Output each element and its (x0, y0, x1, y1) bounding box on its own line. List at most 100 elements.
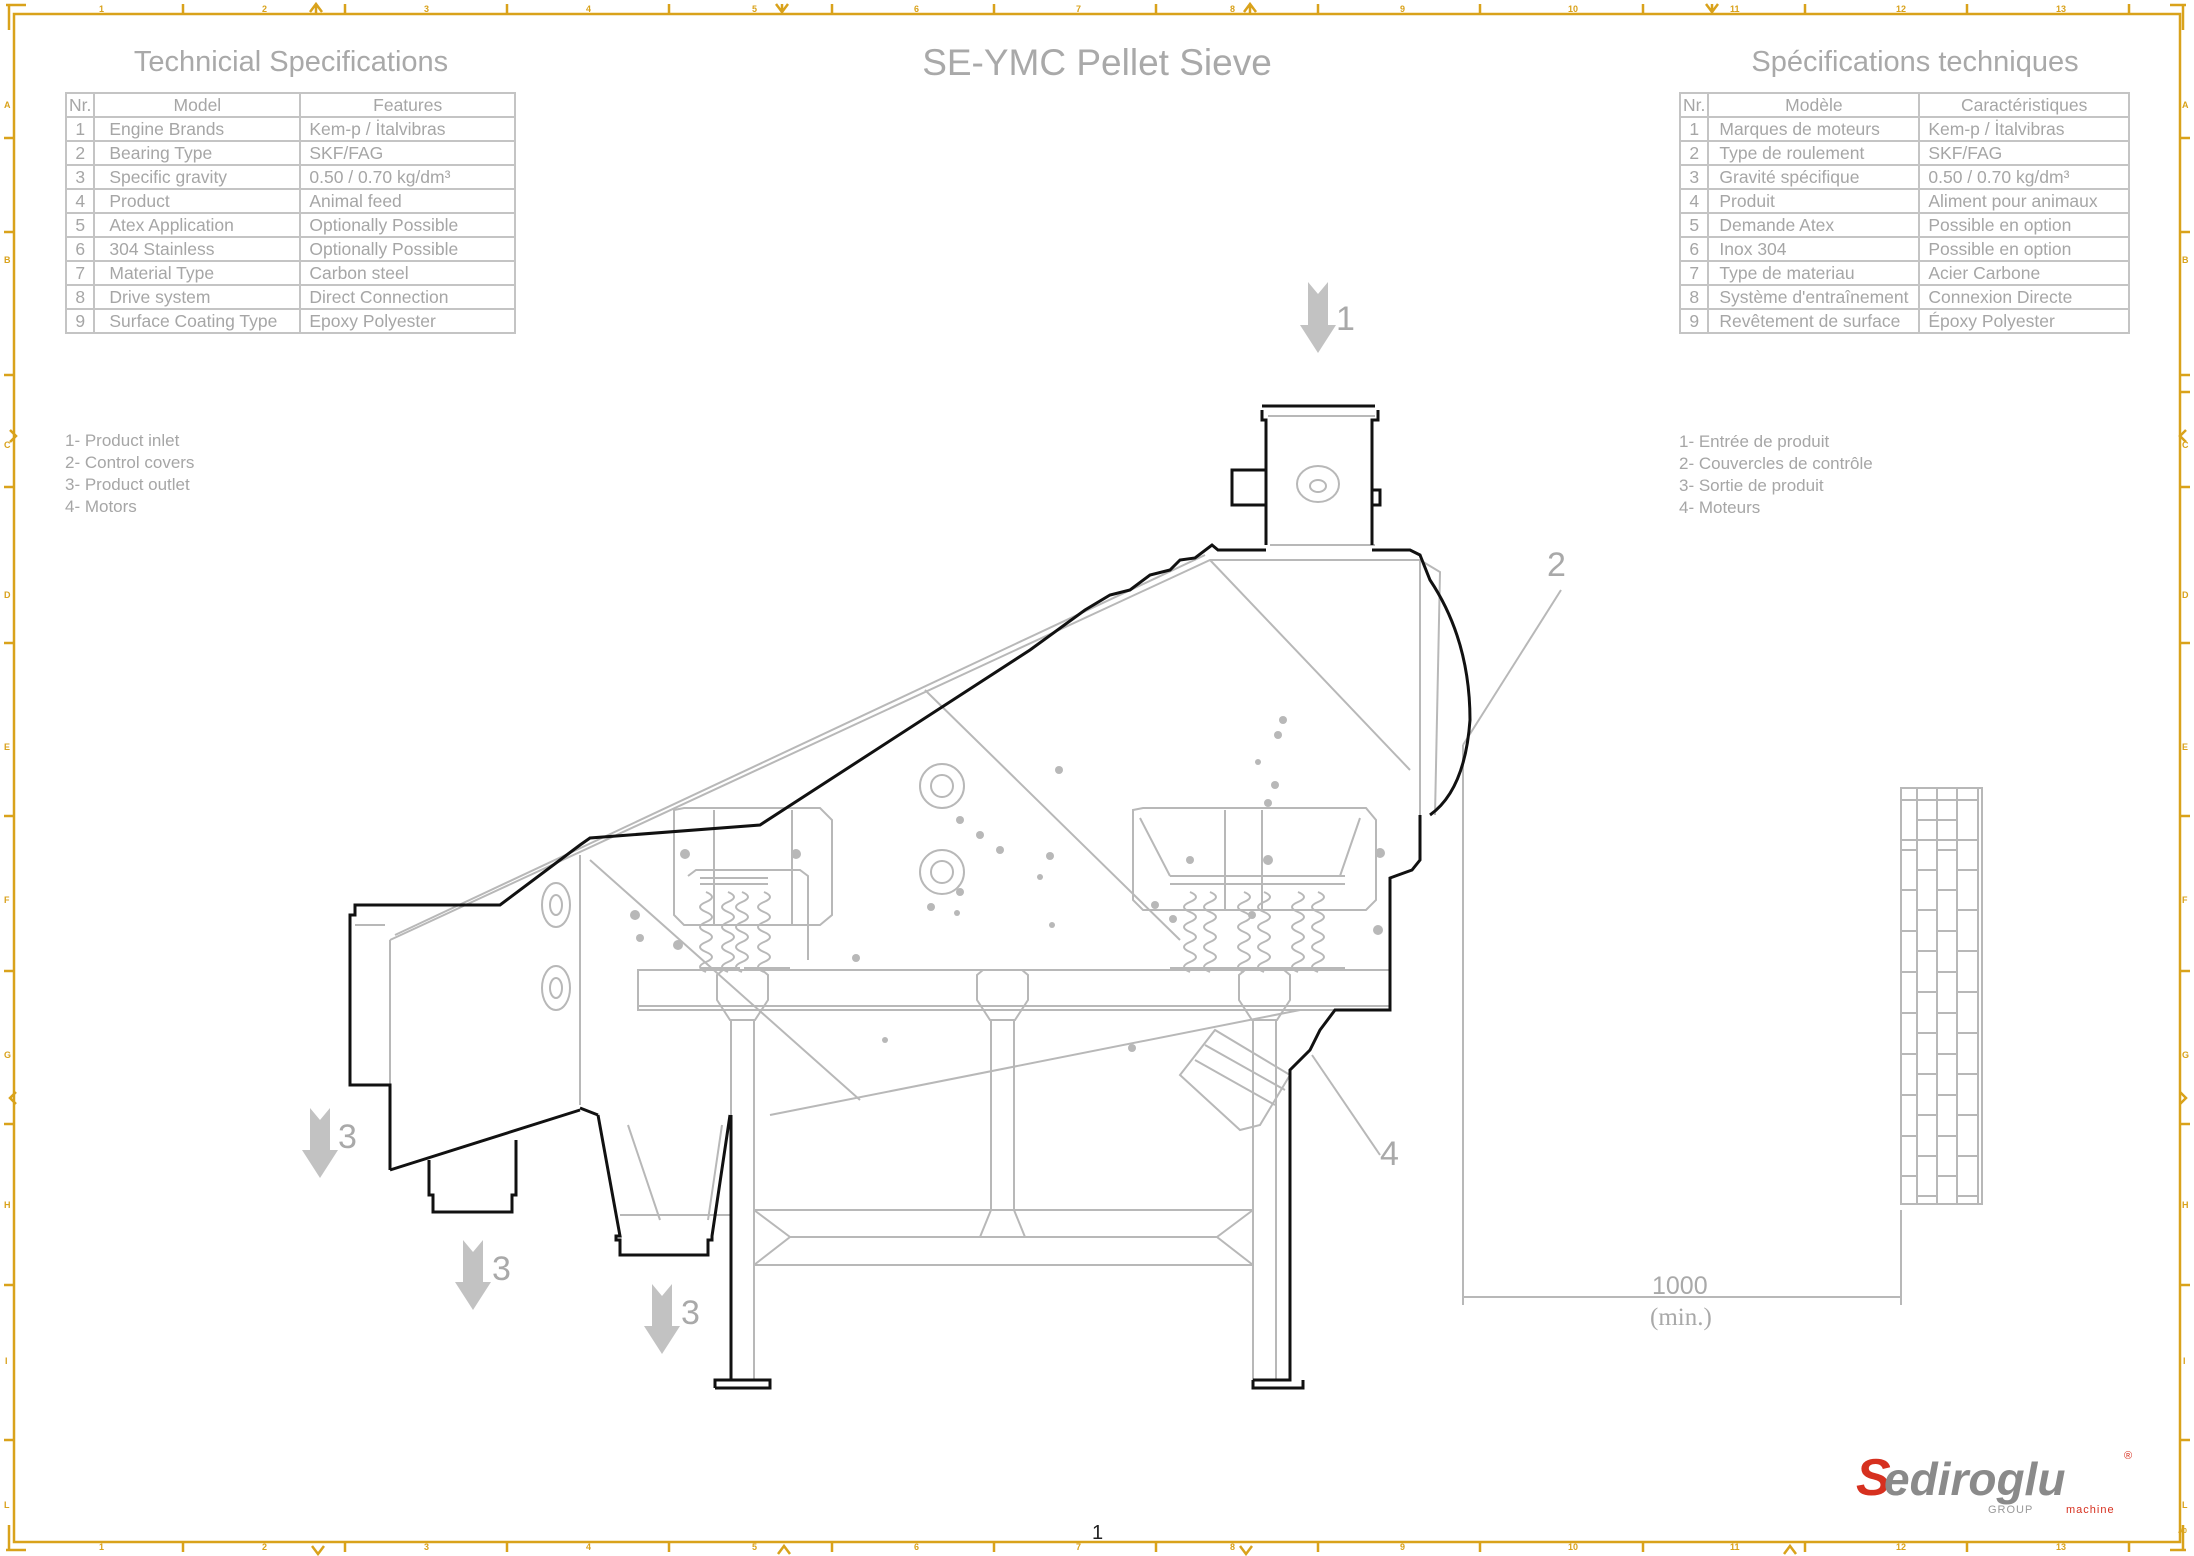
legend-item: 2- Couvercles de contrôle (1679, 454, 1873, 473)
cell-model: Demande Atex (1707, 212, 1921, 238)
ruler-col-label: 13 (2056, 1542, 2067, 1552)
logo-initial: S (1856, 1449, 1891, 1507)
cell-nr: 7 (64, 260, 96, 286)
cell-nr: 4 (64, 188, 96, 214)
ruler-col-label: 11 (1730, 1542, 1740, 1552)
ruler-col-label: 7 (1076, 4, 1082, 14)
cell-nr: 1 (64, 116, 96, 142)
ruler-row-label: B (2182, 255, 2189, 265)
legend-item: 3- Sortie de produit (1679, 476, 1824, 495)
cell-nr: 6 (1678, 236, 1710, 262)
ruler-col-label: 10 (1568, 1542, 1579, 1552)
table-header-row: Nr. Model Features (64, 92, 516, 118)
cell-model: Produit (1707, 188, 1921, 214)
ruler-col-label: 7 (1076, 1542, 1082, 1552)
callout-inlet: 1 (1336, 300, 1355, 338)
ruler-col-label: 9 (1400, 4, 1406, 14)
col-header-nr: Nr. (64, 92, 96, 118)
ruler-row-label: I (2183, 1356, 2186, 1366)
cell-feature: SKF/FAG (299, 140, 516, 166)
cell-model: Type de roulement (1707, 140, 1921, 166)
legend-item: 1- Entrée de produit (1679, 432, 1830, 451)
ruler-row-label: I (5, 1356, 8, 1366)
cell-feature: Possible en option (1918, 212, 2130, 238)
ruler-row-label: A (4, 100, 11, 110)
cell-nr: 5 (1678, 212, 1710, 238)
ruler-col-label: 6 (914, 1542, 920, 1552)
cell-model: Gravité spécifique (1707, 164, 1921, 190)
cell-feature: Possible en option (1918, 236, 2130, 262)
callout-outlet: 3 (492, 1250, 511, 1288)
legend-item: 3- Product outlet (65, 475, 190, 494)
cell-feature: 0.50 / 0.70 kg/dm³ (299, 164, 516, 190)
col-header-features: Features (299, 92, 516, 118)
callout-outlet: 3 (681, 1294, 700, 1332)
cell-nr: 8 (1678, 284, 1710, 310)
cell-nr: 3 (1678, 164, 1710, 190)
col-header-model: Model (93, 92, 302, 118)
drawing-title: SE-YMC Pellet Sieve (922, 42, 1272, 83)
ruler-col-label: 8 (1230, 4, 1236, 14)
cell-nr: 2 (64, 140, 96, 166)
ruler-row-label: H (4, 1200, 11, 1210)
ruler-col-label: 4 (586, 4, 592, 14)
cell-feature: Acier Carbone (1918, 260, 2130, 286)
logo-group: GROUP (1988, 1504, 2034, 1516)
ruler-row-label: H (2182, 1200, 2189, 1210)
outlet-arrow-icon (644, 1284, 680, 1354)
legend-fr: 1- Entrée de produit 2- Couvercles de co… (1679, 431, 1873, 519)
ruler-col-label: 5 (752, 1542, 758, 1552)
cell-nr: 2 (1678, 140, 1710, 166)
cell-model: Système d'entraînement (1707, 284, 1921, 310)
ruler-row-label: B (4, 255, 11, 265)
ruler-col-label: 3 (424, 4, 430, 14)
cell-model: Revêtement de surface (1707, 308, 1921, 334)
col-header-features: Caractéristiques (1918, 92, 2130, 118)
cell-feature: Kem-p / İtalvibras (1918, 116, 2130, 142)
ruler-col-label: 12 (1896, 1542, 1907, 1552)
cell-model: Engine Brands (93, 116, 302, 142)
cell-nr: 3 (64, 164, 96, 190)
inlet-arrow-icon (1300, 282, 1336, 353)
cell-feature: Carbon steel (299, 260, 516, 286)
cell-feature: Connexion Directe (1918, 284, 2130, 310)
ruler-col-label: 4 (586, 1542, 592, 1552)
ruler-col-label: 2 (262, 1542, 268, 1552)
sheet-size-label: A0 (2178, 1528, 2187, 1535)
logo-name: ediroglu (1884, 1453, 2066, 1505)
cell-model: Surface Coating Type (93, 308, 302, 334)
cell-feature: Époxy Polyester (1918, 308, 2130, 334)
ruler-col-label: 9 (1400, 1542, 1406, 1552)
dimension-note: (min.) (1650, 1304, 1712, 1331)
cell-nr: 8 (64, 284, 96, 310)
ruler-col-label: 10 (1568, 4, 1579, 14)
ruler-col-label: 1 (99, 1542, 105, 1552)
cell-model: Bearing Type (93, 140, 302, 166)
flow-arrows (302, 282, 1336, 1354)
ruler-row-label: C (4, 440, 11, 450)
ruler-row-label: F (4, 895, 10, 905)
ruler-col-label: 6 (914, 4, 920, 14)
cell-model: Atex Application (93, 212, 302, 238)
outlet-arrow-icon (455, 1240, 491, 1310)
legend-item: 1- Product inlet (65, 431, 180, 450)
cell-feature: Aliment pour animaux (1918, 188, 2130, 214)
cell-nr: 6 (64, 236, 96, 262)
cell-model: Product (93, 188, 302, 214)
